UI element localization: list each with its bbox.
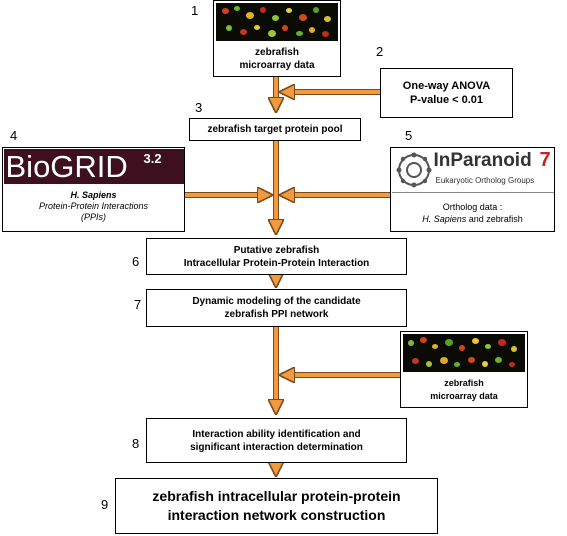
ability-line2: significant interaction determination <box>190 441 363 453</box>
inparanoid-line1: Ortholog data : <box>442 202 503 212</box>
microarray-1-line1: zebrafish <box>255 47 299 58</box>
inparanoid-gear-icon <box>396 152 431 188</box>
dynamic-line2: zebrafish PPI network <box>224 309 329 320</box>
biogrid-box: BioGRID 3.2 H. Sapiens Protein-Protein I… <box>2 147 185 232</box>
step-number-5: 5 <box>405 128 413 143</box>
microarray-box-2: zebrafish microarray data <box>400 331 528 408</box>
step-number-6: 6 <box>132 254 140 269</box>
step-number-4: 4 <box>10 128 18 143</box>
interaction-ability-box: Interaction ability identification and s… <box>146 418 407 463</box>
pool-label: zebrafish target protein pool <box>207 124 343 135</box>
putative-line1: Putative zebrafish <box>233 244 320 256</box>
microarray-2-line2: microarray data <box>430 391 498 401</box>
inparanoid-logo-sub: Eukaryotic Ortholog Groups <box>435 176 535 185</box>
inparanoid-box: InParanoid 7 Eukaryotic Ortholog Groups … <box>390 147 555 232</box>
anova-line2: P-value < 0.01 <box>409 94 484 106</box>
step-number-2: 2 <box>376 44 384 59</box>
putative-line2: Intracellular Protein-Protein Interactio… <box>183 257 370 269</box>
final-line1: zebrafish intracellular protein-protein <box>152 488 401 504</box>
step-number-9: 9 <box>101 497 109 512</box>
anova-box: One-way ANOVA P-value < 0.01 <box>380 68 513 118</box>
inparanoid-logo-text: InParanoid <box>433 150 532 171</box>
biogrid-logo-version: 3.2 <box>143 151 162 166</box>
inparanoid-logo: InParanoid 7 Eukaryotic Ortholog Groups <box>391 148 554 193</box>
dynamic-line1: Dynamic modeling of the candidate <box>192 296 361 307</box>
microarray-box-1: zebrafish microarray data <box>213 0 341 77</box>
target-protein-pool-box: zebrafish target protein pool <box>189 118 361 141</box>
step-number-1: 1 <box>191 3 199 18</box>
biogrid-logo-text: BioGRID <box>5 149 128 184</box>
inparanoid-line2-italic: H. Sapiens <box>422 214 467 224</box>
step-number-7: 7 <box>134 297 142 312</box>
microarray-image-2 <box>403 334 525 372</box>
step-number-8: 8 <box>132 436 140 451</box>
biogrid-line3: (PPIs) <box>80 212 106 222</box>
inparanoid-line2-rest: and zebrafish <box>466 214 523 224</box>
biogrid-line2: Protein-Protein Interactions <box>38 201 149 211</box>
biogrid-logo: BioGRID 3.2 <box>3 149 184 184</box>
microarray-1-line2: microarray data <box>239 60 315 71</box>
ability-line1: Interaction ability identification and <box>192 428 361 440</box>
anova-line1: One-way ANOVA <box>402 80 491 92</box>
network-construction-box: zebrafish intracellular protein-protein … <box>115 478 438 534</box>
final-line2: interaction network construction <box>167 507 386 523</box>
biogrid-line1: H. Sapiens <box>70 190 117 200</box>
microarray-image-1 <box>216 3 338 41</box>
step-number-3: 3 <box>195 100 203 115</box>
inparanoid-logo-version: 7 <box>539 149 551 171</box>
putative-ppi-box: Putative zebrafish Intracellular Protein… <box>146 238 407 275</box>
dynamic-modeling-box: Dynamic modeling of the candidate zebraf… <box>146 289 407 327</box>
microarray-2-line1: zebrafish <box>444 378 484 388</box>
